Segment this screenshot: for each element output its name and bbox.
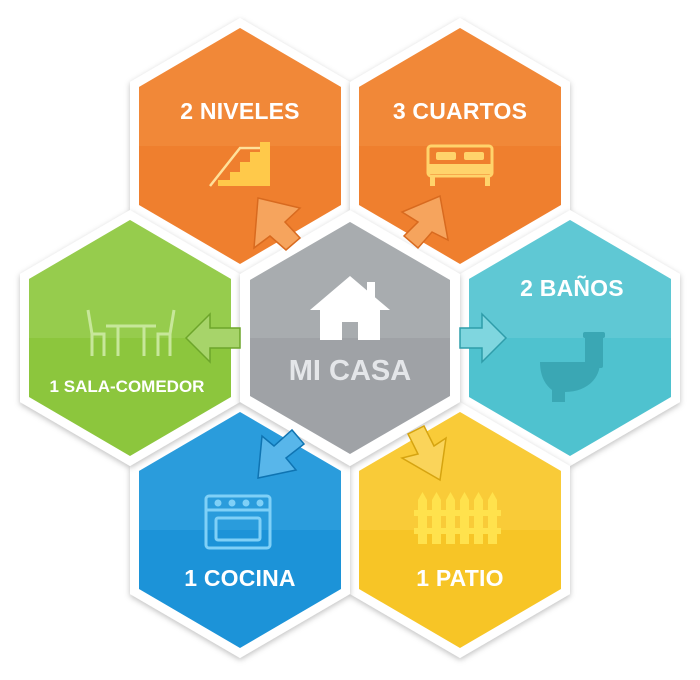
arrow-to-patio bbox=[400, 424, 447, 482]
stove-icon bbox=[204, 494, 272, 550]
arrow-to-niveles bbox=[253, 197, 302, 251]
label-banos: 2 BAÑOS bbox=[520, 274, 624, 301]
dining-table-icon bbox=[86, 309, 176, 356]
label-sala: 1 SALA-COMEDOR bbox=[50, 377, 205, 396]
label-cocina: 1 COCINA bbox=[184, 565, 296, 591]
label-niveles: 2 NIVELES bbox=[180, 98, 299, 124]
toilet-icon bbox=[540, 332, 605, 402]
stairs-icon bbox=[209, 142, 270, 187]
hex-cocina bbox=[130, 402, 350, 658]
arrow-to-banos bbox=[459, 312, 508, 364]
label-cuartos: 3 CUARTOS bbox=[393, 98, 527, 124]
arrow-to-cocina bbox=[257, 428, 306, 479]
hex-banos bbox=[460, 210, 680, 466]
fence-icon bbox=[414, 492, 501, 544]
house-icon bbox=[310, 276, 390, 340]
label-patio: 1 PATIO bbox=[416, 565, 503, 591]
hex-sala bbox=[20, 210, 240, 466]
bed-icon bbox=[426, 144, 494, 186]
center-title: MI CASA bbox=[289, 355, 412, 387]
arrow-to-cuartos bbox=[400, 194, 450, 250]
arrow-to-sala bbox=[184, 312, 241, 364]
